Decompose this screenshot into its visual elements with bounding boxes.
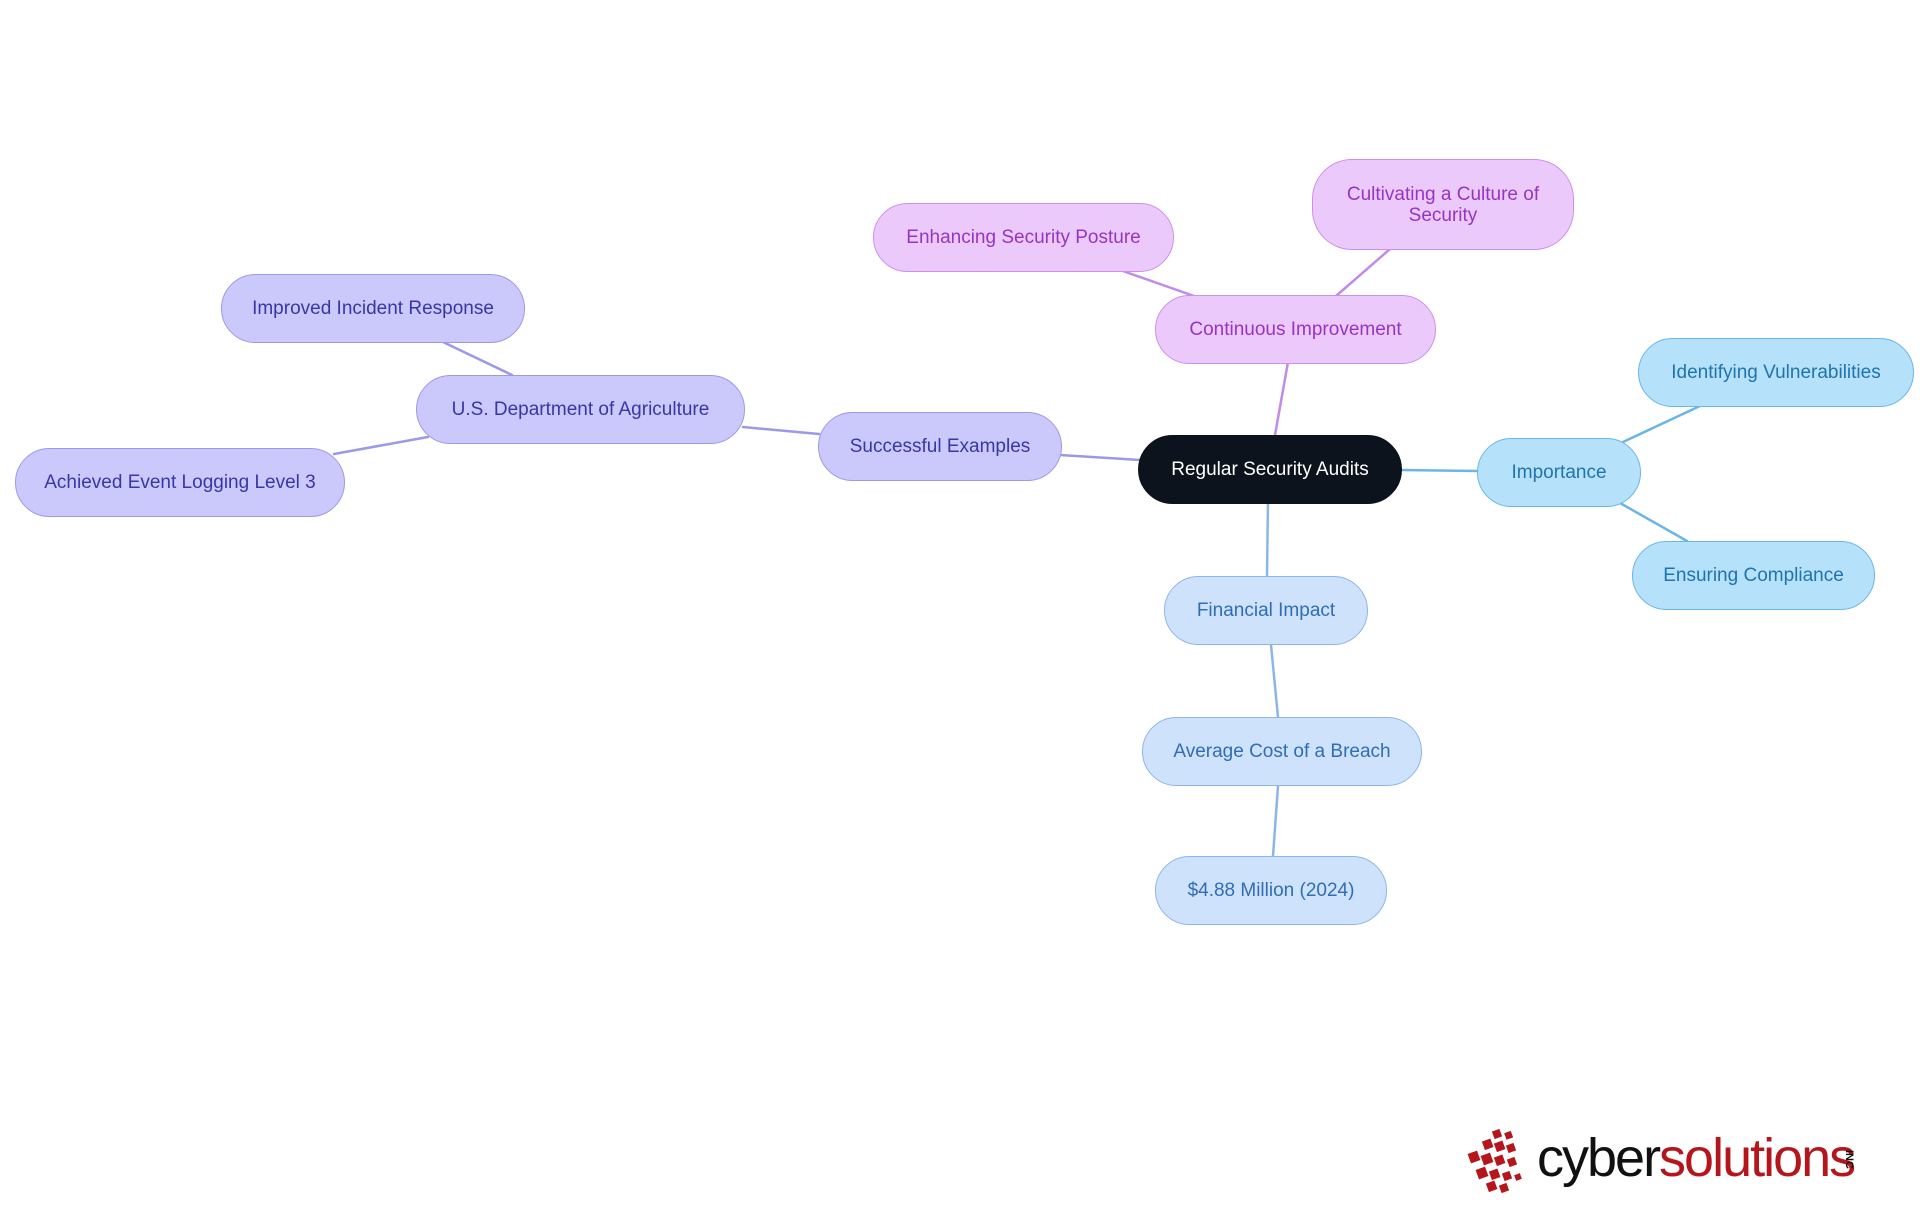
connector-root-improvement — [1273, 360, 1290, 437]
node-financial-impact: Financial Impact — [1164, 576, 1368, 645]
node-continuous-improvement-label: Continuous Improvement — [1189, 319, 1402, 340]
node-average-cost-label: Average Cost of a Breach — [1173, 741, 1391, 762]
root-node-label: Regular Security Audits — [1171, 459, 1369, 480]
logo-word-cyber: cyber — [1537, 1128, 1661, 1188]
connector-improvement-culture — [1334, 247, 1392, 298]
node-ensuring-compliance: Ensuring Compliance — [1632, 541, 1875, 610]
node-identifying-vulnerabilities: Identifying Vulnerabilities — [1638, 338, 1914, 407]
node-ensuring-compliance-label: Ensuring Compliance — [1663, 565, 1844, 586]
connector-improvement-posture — [1118, 268, 1196, 298]
connector-examples-usda — [741, 425, 821, 436]
connector-importance-vulnerabilities — [1621, 404, 1702, 444]
connector-usda-incident — [441, 340, 514, 377]
node-cultivating-culture-of-security: Cultivating a Culture of Security — [1312, 159, 1574, 250]
node-improved-incident-response-label: Improved Incident Response — [252, 298, 494, 319]
node-enhancing-security-posture: Enhancing Security Posture — [873, 203, 1174, 272]
logo-pixel-mark-icon — [1467, 1128, 1522, 1194]
node-breach-cost-value: $4.88 Million (2024) — [1155, 856, 1387, 925]
node-usda-label: U.S. Department of Agriculture — [451, 399, 710, 420]
logo-wordmark: cybersolutions — [1537, 1128, 1856, 1188]
node-successful-examples-label: Successful Examples — [849, 436, 1031, 457]
node-successful-examples: Successful Examples — [818, 412, 1062, 481]
node-achieved-event-logging-label: Achieved Event Logging Level 3 — [44, 472, 316, 493]
node-financial-impact-label: Financial Impact — [1196, 600, 1336, 621]
node-continuous-improvement: Continuous Improvement — [1155, 295, 1436, 364]
node-cultivating-culture-label: Cultivating a Culture of Security — [1346, 183, 1540, 226]
node-identifying-vulnerabilities-label: Identifying Vulnerabilities — [1671, 362, 1881, 383]
node-breach-cost-value-label: $4.88 Million (2024) — [1187, 880, 1355, 901]
connector-root-importance — [1398, 468, 1480, 473]
cybersolutions-logo: cybersolutions INC — [1465, 1120, 1885, 1200]
connector-importance-compliance — [1618, 501, 1689, 543]
node-enhancing-security-posture-label: Enhancing Security Posture — [906, 227, 1141, 248]
connector-root-financial — [1265, 498, 1270, 578]
node-importance-label: Importance — [1511, 462, 1607, 483]
node-achieved-event-logging: Achieved Event Logging Level 3 — [15, 448, 345, 517]
connector-cost-value — [1271, 784, 1280, 858]
node-average-cost-of-breach: Average Cost of a Breach — [1142, 717, 1422, 786]
node-improved-incident-response: Improved Incident Response — [221, 274, 525, 343]
connector-root-examples — [1058, 453, 1142, 462]
logo-inc-suffix: INC — [1843, 1150, 1855, 1169]
connector-usda-logging — [332, 435, 430, 456]
node-importance: Importance — [1477, 438, 1641, 507]
connector-financial-cost — [1269, 643, 1280, 719]
node-us-department-of-agriculture: U.S. Department of Agriculture — [416, 375, 745, 444]
root-node-regular-security-audits: Regular Security Audits — [1138, 435, 1402, 504]
logo-word-solutions: solutions — [1659, 1128, 1856, 1188]
